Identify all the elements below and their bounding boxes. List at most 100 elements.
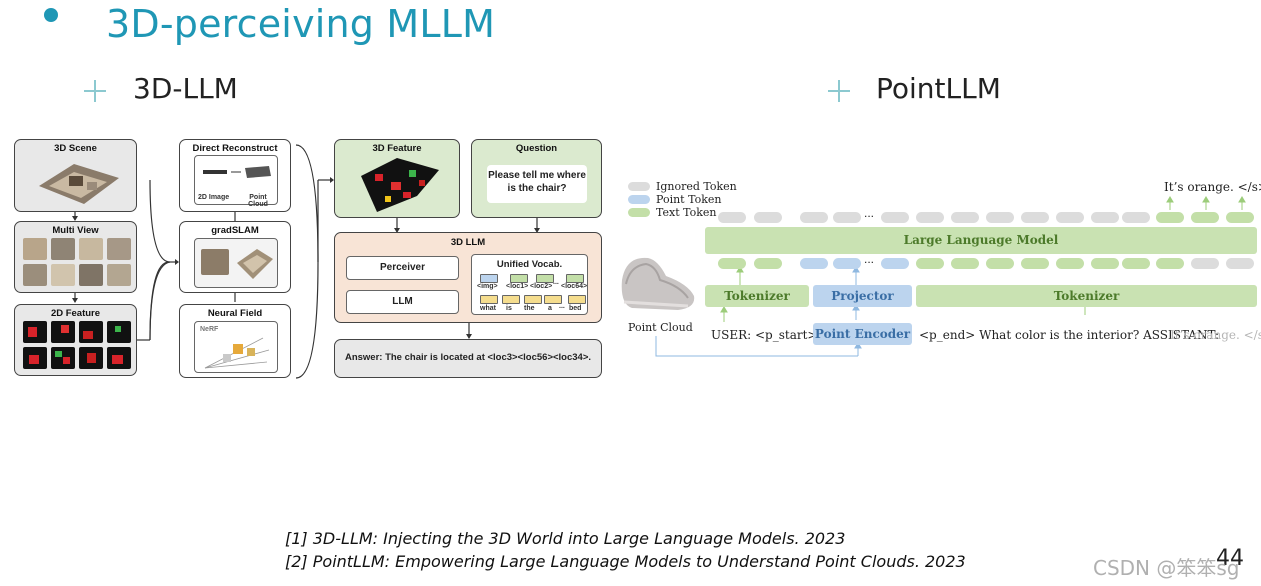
heading-3d-llm: 3D-LLM bbox=[133, 72, 238, 105]
cross-icon bbox=[828, 80, 850, 102]
shoe-point-cloud-icon bbox=[621, 257, 695, 310]
legend-ignored-swatch bbox=[628, 182, 650, 191]
vocab-word-ellipsis: ... bbox=[559, 303, 565, 310]
assistant-answer-faded: It’s orange. </s> bbox=[1170, 328, 1261, 342]
legend-text-swatch bbox=[628, 208, 650, 217]
direct-reconstruct-panel: 2D Image Point Cloud bbox=[194, 155, 278, 208]
2d-feature-label: 2D Feature bbox=[50, 308, 101, 319]
scene-render-icon bbox=[39, 164, 119, 204]
token bbox=[881, 258, 909, 269]
question-label: Question bbox=[515, 143, 558, 154]
token bbox=[951, 212, 979, 223]
user-prompt-rest: <p_end> What color is the interior? ASSI… bbox=[919, 328, 1220, 342]
token bbox=[1122, 258, 1150, 269]
gradslam-box: gradSLAM bbox=[179, 221, 291, 293]
token-ellipsis: ... bbox=[864, 252, 875, 266]
gradslam-render-icon bbox=[237, 249, 273, 279]
vocab-word-the: the bbox=[524, 305, 535, 312]
nerf-rays-icon bbox=[204, 337, 270, 369]
question-text: Please tell me where is the chair? bbox=[487, 165, 587, 203]
neural-field-panel: NeRF bbox=[194, 321, 278, 373]
token bbox=[1156, 258, 1184, 269]
token bbox=[1021, 258, 1049, 269]
tokenizer-band-1: Tokenizer bbox=[705, 285, 809, 307]
watermark: CSDN @笨笨sg bbox=[1093, 556, 1240, 580]
point-cloud-small-label: Point Cloud bbox=[248, 194, 268, 208]
3d-llm-diagram: 3D Scene Multi View 2D Feature Direct Re bbox=[0, 0, 620, 400]
3d-scene-box: 3D Scene bbox=[14, 139, 137, 212]
reconstruct-icon bbox=[203, 166, 271, 178]
2d-image-label: 2D Image bbox=[198, 194, 230, 201]
token bbox=[1091, 258, 1119, 269]
page-number: 44 bbox=[1216, 546, 1244, 571]
multi-view-box: Multi View bbox=[14, 221, 137, 293]
point-encoder-band: Point Encoder bbox=[813, 323, 912, 345]
vocab-word-a: a bbox=[548, 305, 552, 312]
token bbox=[1191, 258, 1219, 269]
token bbox=[986, 212, 1014, 223]
3d-llm-box: 3D LLM Perceiver LLM Unified Vocab. <img… bbox=[334, 232, 602, 323]
2d-feature-box: 2D Feature bbox=[14, 304, 137, 376]
user-prompt-start: USER: <p_start> bbox=[711, 328, 818, 342]
token bbox=[881, 212, 909, 223]
tokenizer-band-2: Tokenizer bbox=[916, 285, 1257, 307]
nerf-label: NeRF bbox=[200, 326, 219, 333]
token bbox=[718, 258, 746, 269]
token bbox=[916, 258, 944, 269]
vocab-token-loc2: <loc2> bbox=[530, 283, 553, 290]
page-title: 3D-perceiving MLLM bbox=[106, 2, 496, 46]
projector-band: Projector bbox=[813, 285, 912, 307]
token bbox=[800, 212, 828, 223]
legend-text-label: Text Token bbox=[656, 206, 717, 219]
vocab-token-ellipsis: ... bbox=[553, 279, 559, 286]
point-cloud-label: Point Cloud bbox=[628, 321, 693, 334]
token bbox=[1091, 212, 1119, 223]
perceiver-box: Perceiver bbox=[346, 256, 459, 280]
3d-scene-label: 3D Scene bbox=[54, 143, 97, 154]
vocab-word-what: what bbox=[480, 305, 496, 312]
neural-field-box: Neural Field NeRF bbox=[179, 304, 291, 378]
vocab-token-img: <img> bbox=[477, 283, 498, 290]
vocab-token-loc1: <loc1> bbox=[506, 283, 529, 290]
token bbox=[1191, 212, 1219, 223]
vocab-word-bed: bed bbox=[569, 305, 582, 312]
legend-point-swatch bbox=[628, 195, 650, 204]
3d-feature-box: 3D Feature bbox=[334, 139, 460, 218]
title-bullet bbox=[44, 8, 58, 22]
token bbox=[1056, 258, 1084, 269]
neural-field-label: Neural Field bbox=[207, 308, 263, 319]
token bbox=[833, 258, 861, 269]
token bbox=[718, 212, 746, 223]
token bbox=[800, 258, 828, 269]
heading-pointllm: PointLLM bbox=[876, 72, 1001, 105]
direct-reconstruct-box: Direct Reconstruct 2D Image Point Cloud bbox=[179, 139, 291, 212]
3d-feature-render-icon bbox=[361, 158, 439, 212]
output-text: It’s orange. </s> bbox=[1164, 180, 1261, 194]
token bbox=[1156, 212, 1184, 223]
answer-box: Answer: The chair is located at <loc3><l… bbox=[334, 339, 602, 378]
pointllm-diagram: Ignored Token Point Token Text Token It’… bbox=[600, 170, 1261, 370]
multi-view-label: Multi View bbox=[52, 225, 99, 236]
large-language-model-band: Large Language Model bbox=[705, 227, 1257, 254]
token bbox=[951, 258, 979, 269]
cross-icon bbox=[84, 80, 106, 102]
token bbox=[1226, 212, 1254, 223]
gradslam-label: gradSLAM bbox=[211, 225, 259, 236]
token bbox=[1226, 258, 1254, 269]
reference-2: [2] PointLLM: Empowering Large Language … bbox=[285, 552, 966, 571]
unified-vocab-box: Unified Vocab. <img> <loc1> <loc2> ... <… bbox=[471, 254, 588, 315]
token bbox=[986, 258, 1014, 269]
token bbox=[1056, 212, 1084, 223]
direct-reconstruct-label: Direct Reconstruct bbox=[192, 143, 278, 154]
vocab-token-loc64: <loc64> bbox=[561, 283, 588, 290]
reference-1: [1] 3D-LLM: Injecting the 3D World into … bbox=[285, 529, 846, 548]
token bbox=[754, 212, 782, 223]
token bbox=[916, 212, 944, 223]
gradslam-panel bbox=[194, 238, 278, 288]
token bbox=[754, 258, 782, 269]
question-box: Question Please tell me where is the cha… bbox=[471, 139, 602, 218]
token bbox=[1021, 212, 1049, 223]
token bbox=[833, 212, 861, 223]
vocab-word-is: is bbox=[506, 305, 512, 312]
3d-llm-label: 3D LLM bbox=[450, 237, 486, 248]
